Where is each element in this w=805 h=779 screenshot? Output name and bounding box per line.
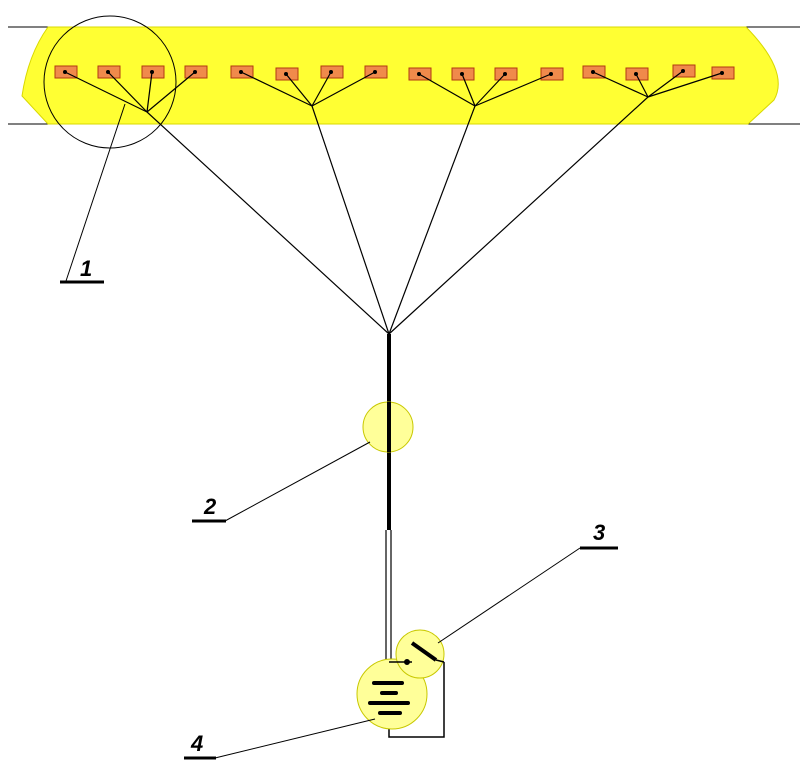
- pad-wire: [474, 73, 552, 107]
- pad-wire: [64, 71, 148, 113]
- pad-wire: [311, 71, 332, 107]
- callout-1-label: 1: [80, 256, 92, 281]
- wire-harness: [64, 70, 723, 335]
- pad-row: [54, 64, 735, 81]
- pad-wire: [311, 71, 376, 107]
- pad-wire: [146, 71, 153, 113]
- pad-wire: [107, 71, 148, 113]
- pad-wire: [418, 73, 476, 107]
- leader-line-4: [214, 718, 376, 759]
- pad-wire: [285, 73, 313, 107]
- pad-wire: [647, 72, 723, 98]
- switch-symbol: [389, 641, 445, 665]
- leader-line-2: [224, 441, 371, 522]
- group-1-feeder-wire: [146, 111, 390, 335]
- pad-wire: [461, 73, 476, 107]
- pad-wire: [647, 70, 684, 98]
- group-3-feeder-wire: [388, 105, 476, 335]
- pad-wire: [592, 71, 649, 98]
- callout-3-highlight: [395, 629, 445, 679]
- group-4-feeder-wire: [388, 96, 649, 335]
- callout-2-label: 2: [203, 494, 217, 519]
- callout-3-label: 3: [593, 520, 605, 545]
- pad-wire: [146, 71, 196, 113]
- pad-wire: [240, 71, 313, 107]
- leader-line-1: [65, 103, 126, 282]
- pad-wire: [635, 73, 649, 98]
- yellow-strip: [21, 26, 779, 125]
- battery-symbol: [368, 681, 410, 715]
- leader-line-3: [437, 547, 581, 644]
- group-2-feeder-wire: [311, 105, 390, 335]
- callout-4-label: 4: [190, 731, 203, 756]
- pad-wire: [474, 73, 506, 107]
